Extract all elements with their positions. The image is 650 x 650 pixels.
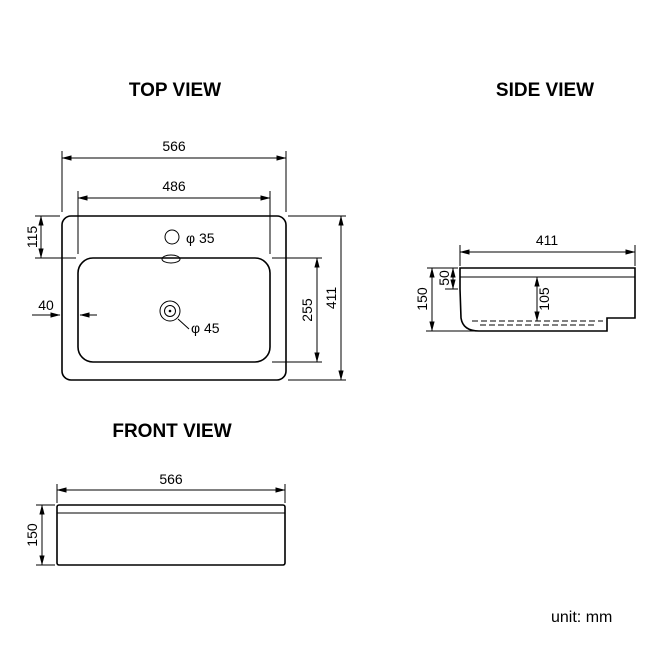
dimension-value: 566 (159, 471, 183, 487)
drain-hole-label: φ 45 (191, 320, 220, 336)
dim-top-overall-depth: 411 (288, 215, 346, 381)
dimension-value: 115 (24, 226, 40, 249)
unit-label: unit: mm (551, 609, 612, 626)
dimension-value: 411 (536, 232, 559, 248)
dimension-value: 255 (299, 298, 315, 322)
dim-front-overall-width: 566 (56, 471, 286, 503)
side-view-title: SIDE VIEW (496, 80, 594, 101)
dim-top-overall-width: 566 (61, 138, 287, 212)
faucet-hole-label: φ 35 (186, 230, 215, 246)
top-view-title: TOP VIEW (129, 80, 221, 101)
front-view-title: FRONT VIEW (112, 421, 231, 442)
dimension-value: 150 (24, 523, 40, 547)
front-view: FRONT VIEW 566 150 (24, 421, 286, 566)
faucet-hole-circle (164, 229, 180, 245)
dimension-value: 411 (323, 287, 339, 310)
dimension-value: 40 (38, 297, 54, 313)
drain-leader-line (177, 318, 190, 330)
basin-outer-rect (61, 215, 287, 381)
dim-front-overall-height: 150 (24, 504, 55, 566)
dim-top-inner-width: 486 (77, 178, 271, 254)
top-view: TOP VIEW φ 35 φ 45 566 486 (24, 80, 346, 381)
dimension-value: 150 (414, 287, 430, 311)
basin-inner-bowl-rect (77, 257, 271, 363)
dim-side-bowl-depth: 105 (534, 276, 552, 322)
side-view: SIDE VIEW 411 50 150 105 (414, 80, 636, 332)
dimension-value: 105 (536, 287, 552, 311)
overflow-slot (161, 254, 181, 264)
dim-top-rim-offset: 115 (24, 215, 76, 259)
dimension-value: 486 (162, 178, 186, 194)
basin-front-profile (56, 504, 286, 566)
dim-side-overall-height: 150 (414, 267, 477, 332)
dim-top-side-gap: 40 (32, 297, 97, 318)
basin-side-profile (459, 267, 636, 332)
dim-top-inner-depth: 255 (272, 257, 322, 363)
drain-hole-center-dot (168, 309, 172, 313)
dimension-value: 566 (162, 138, 186, 154)
dimension-value: 50 (436, 270, 452, 286)
drain-hole-inner-circle (164, 305, 176, 317)
dim-side-overall-length: 411 (459, 232, 636, 266)
drain-hole-outer-circle (159, 300, 181, 322)
